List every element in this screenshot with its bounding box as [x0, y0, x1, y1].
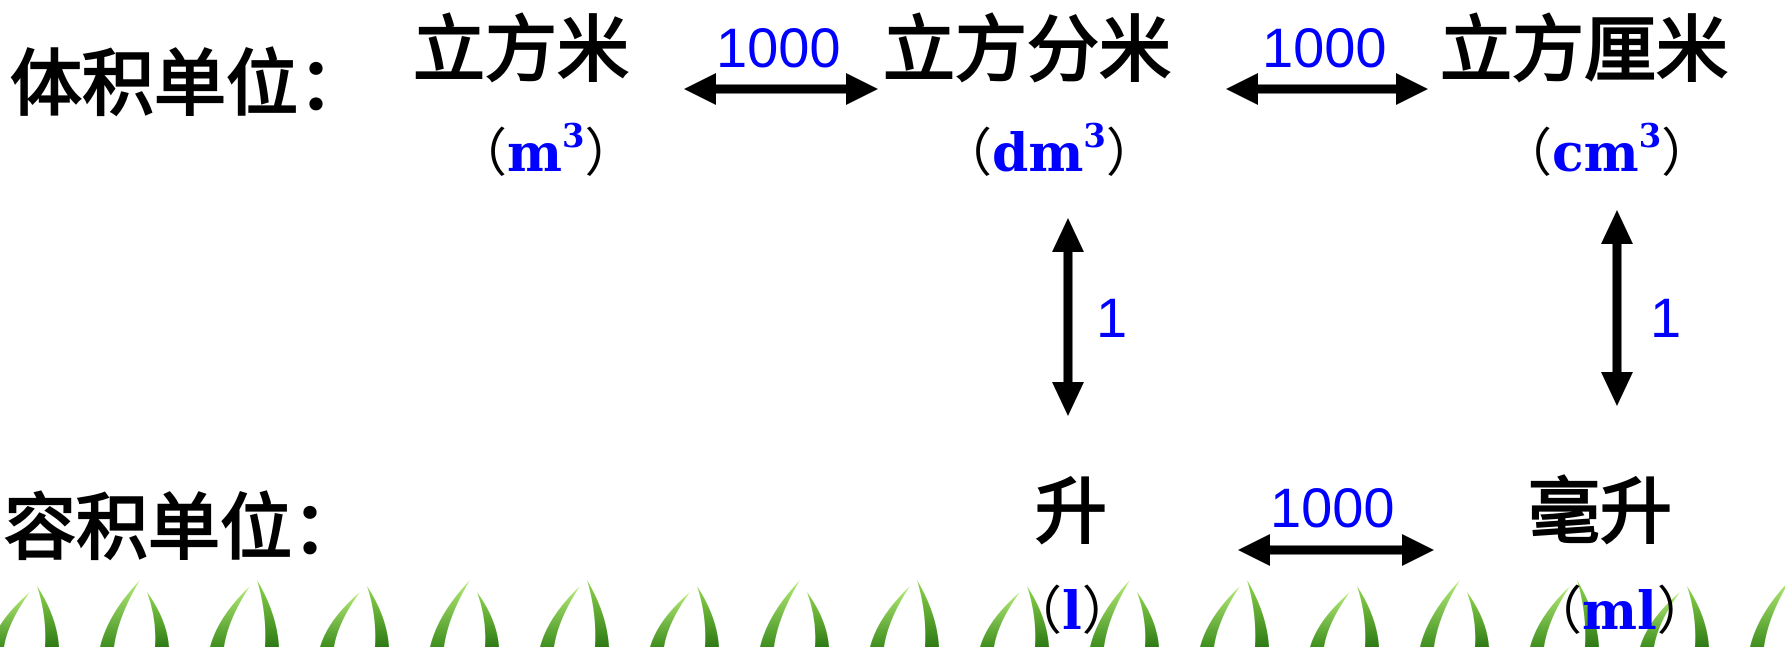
grass-blade — [477, 592, 499, 647]
grass-blade — [1687, 586, 1709, 647]
double-arrow-horizontal-icon — [1226, 73, 1428, 105]
grass-blade — [320, 592, 360, 647]
rate-m3-dm3: 1000 — [716, 16, 841, 79]
grass-blade — [697, 586, 719, 647]
unit-cubic-decimeter-symbol: （dm3） — [940, 116, 1158, 184]
grass-blade — [1247, 580, 1269, 647]
grass-blade — [807, 592, 829, 647]
unit-cubic-decimeter-name: 立方分米 — [883, 7, 1172, 92]
grass-blade — [587, 580, 609, 647]
grass-blade — [540, 586, 580, 647]
grass-blade — [147, 592, 169, 647]
rate-dm3-cm3: 1000 — [1262, 16, 1387, 79]
grass-blade — [980, 592, 1020, 647]
double-arrow-vertical-icon — [1601, 210, 1633, 406]
unit-cubic-centimeter-name: 立方厘米 — [1440, 7, 1729, 92]
grass-blade — [210, 586, 250, 647]
grass-blade — [1137, 592, 1159, 647]
grass-blade — [1310, 592, 1350, 647]
grass-blade — [1577, 580, 1599, 647]
double-arrow-vertical-icon — [1052, 218, 1084, 416]
grass-blade — [1357, 586, 1379, 647]
grass-blade — [1750, 585, 1785, 647]
grass-blade — [37, 586, 59, 647]
volume-row-label: 体积单位： — [10, 41, 371, 126]
equivalence-dm3-l: 1 — [1096, 286, 1128, 349]
unit-milliliter-symbol: （ml） — [1530, 581, 1709, 642]
unit-cubic-meter-symbol: （m3） — [455, 116, 637, 184]
grass-blade — [257, 580, 279, 647]
unit-liter-symbol: （l） — [1010, 581, 1134, 642]
grass-blade — [430, 580, 470, 647]
double-arrow-horizontal-icon — [1238, 534, 1434, 566]
grass-blade — [917, 580, 939, 647]
grass-blade — [1200, 586, 1240, 647]
grass-blade — [1640, 592, 1680, 647]
grass-blade — [0, 592, 30, 647]
grass-blade — [760, 580, 800, 647]
grass-blade — [1090, 580, 1130, 647]
equivalence-cm3-ml: 1 — [1650, 286, 1682, 349]
grass-blade — [650, 592, 690, 647]
unit-liter-name: 升 — [1035, 469, 1108, 554]
grass-blade — [1467, 592, 1489, 647]
grass-blade — [1420, 580, 1460, 647]
grass-blade — [1530, 586, 1570, 647]
rate-l-ml: 1000 — [1270, 476, 1395, 539]
unit-cubic-centimeter-symbol: （cm3） — [1500, 116, 1714, 184]
grass-blade — [100, 580, 140, 647]
unit-cubic-meter-name: 立方米 — [413, 7, 630, 92]
double-arrow-horizontal-icon — [684, 73, 878, 105]
unit-milliliter-name: 毫升 — [1528, 469, 1673, 554]
grass-blade — [1027, 586, 1049, 647]
grass-blade — [367, 586, 389, 647]
grass-blade — [870, 586, 910, 647]
capacity-row-label: 容积单位： — [4, 485, 365, 570]
